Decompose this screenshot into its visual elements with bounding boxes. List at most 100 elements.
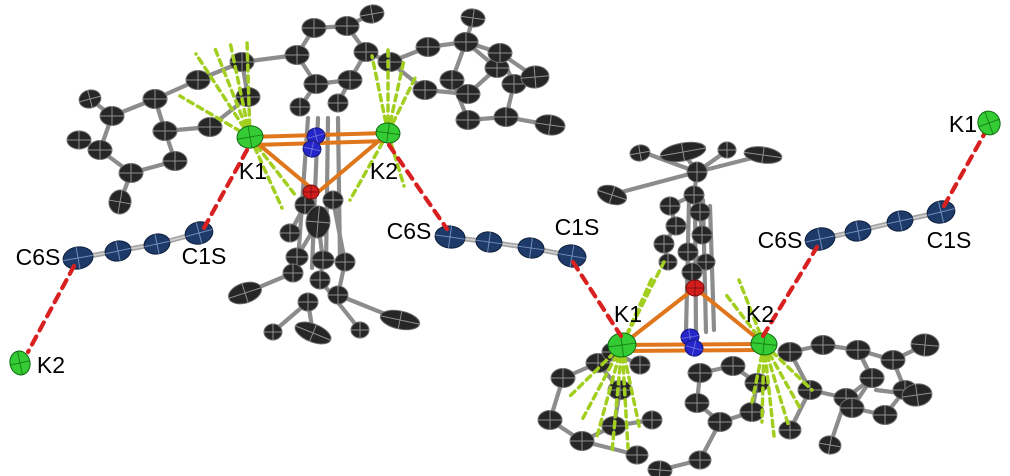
chain-carbon-atom [434, 225, 466, 249]
label-chain-right-C6S: C6S [758, 227, 803, 253]
carbon-atoms [537, 141, 940, 476]
carbon-atom [720, 356, 746, 376]
carbon-atom [377, 52, 403, 72]
label-chain-left-C6S: C6S [16, 244, 61, 270]
chain-carbon-atom [517, 237, 545, 259]
carbon-atom [684, 393, 710, 413]
carbon-chain-middle [434, 225, 587, 268]
carbon-atom [665, 216, 687, 236]
carbon-atom [686, 161, 708, 183]
chain-carbon-atom [475, 231, 503, 253]
nitrogen-atom [684, 339, 704, 357]
carbon-atom [99, 106, 125, 126]
potassium-atom-K2 [375, 122, 401, 144]
carbon-atom [493, 107, 519, 127]
carbon-atom [743, 146, 783, 164]
carbon-atom [537, 410, 563, 430]
label-free-K2: K2 [37, 352, 65, 378]
carbon-atom [629, 355, 651, 375]
carbon-atom [327, 285, 349, 305]
free-potassium-atoms [9, 110, 1001, 376]
carbon-atom [108, 189, 132, 215]
carbon-atom [334, 16, 360, 36]
carbon-chain-left [62, 221, 214, 270]
carbon-atom [263, 323, 283, 341]
nitrogen-atom [302, 140, 322, 158]
carbon-atom [415, 37, 441, 57]
carbon-atom [901, 383, 933, 407]
carbon-atom [455, 110, 481, 130]
carbon-atom [845, 340, 871, 360]
label-free-K1: K1 [949, 111, 977, 137]
carbon-atom [677, 242, 699, 262]
carbon-atoms [66, 4, 566, 345]
oxygen-atom [685, 279, 705, 297]
carbon-atom [520, 65, 550, 89]
carbon-atom [534, 114, 566, 136]
carbon-atom [66, 130, 92, 150]
carbon-atom [152, 121, 178, 141]
label-chain-left-C1S: C1S [182, 243, 227, 269]
carbon-atom [707, 412, 733, 432]
label-mol-left-K2: K2 [370, 158, 398, 184]
carbon-atom [301, 18, 327, 38]
carbon-atom [453, 32, 479, 52]
chain-carbon-atom [557, 244, 587, 268]
carbon-atom [350, 321, 370, 339]
carbon-atom [460, 8, 486, 28]
label-chain-mid-C6S: C6S [387, 218, 432, 244]
carbon-atom [379, 309, 421, 331]
carbon-atom [455, 84, 481, 104]
carbon-atom [659, 196, 681, 216]
carbon-atom [681, 262, 703, 282]
carbon-atom [839, 398, 865, 418]
carbon-atom [880, 350, 906, 370]
carbon-atom [688, 450, 712, 470]
carbon-atom [322, 190, 344, 210]
carbon-atom [228, 281, 262, 305]
carbon-atom [309, 270, 331, 290]
molecule-left [66, 4, 566, 345]
carbon-atom [625, 445, 649, 465]
carbon-atom [305, 205, 331, 239]
carbon-atom [439, 70, 465, 90]
carbon-atom [297, 292, 319, 312]
carbon-atom [659, 141, 707, 163]
carbon-atom [689, 202, 711, 222]
carbon-atom [872, 405, 898, 425]
carbon-atom [412, 80, 438, 100]
chain-carbon-atom [886, 210, 914, 232]
chain-carbon-atom [104, 240, 132, 262]
carbon-atom [777, 342, 803, 362]
chain-carbon-atom [844, 220, 872, 242]
chain-carbon-atom [804, 227, 836, 251]
free-potassium-atom-K2 [9, 350, 31, 376]
carbon-atom [687, 363, 713, 383]
carbon-atom [197, 117, 223, 137]
carbon-atom [185, 70, 211, 90]
carbon-atom [353, 42, 379, 62]
carbon-atom [641, 410, 663, 430]
carbon-atom [142, 89, 168, 109]
carbon-atom [311, 250, 335, 270]
chain-carbon-atom [926, 200, 956, 224]
carbon-atom [294, 321, 332, 345]
carbon-atom [337, 70, 363, 90]
carbon-atom [118, 163, 144, 183]
carbon-atom [289, 97, 311, 117]
carbon-atom [717, 141, 737, 159]
carbon-atom [87, 140, 113, 160]
carbon-atom [810, 335, 836, 355]
potassium-atom-K1 [236, 125, 264, 149]
carbon-atom [282, 263, 304, 283]
carbon-atom [585, 353, 611, 373]
carbon-atom [284, 45, 310, 65]
k-c-interaction-dashes [25, 128, 989, 355]
label-mol-right-K2: K2 [746, 301, 774, 327]
carbon-atom [683, 185, 705, 205]
carbon-atom [327, 93, 349, 113]
label-chain-mid-C1S: C1S [555, 214, 600, 240]
